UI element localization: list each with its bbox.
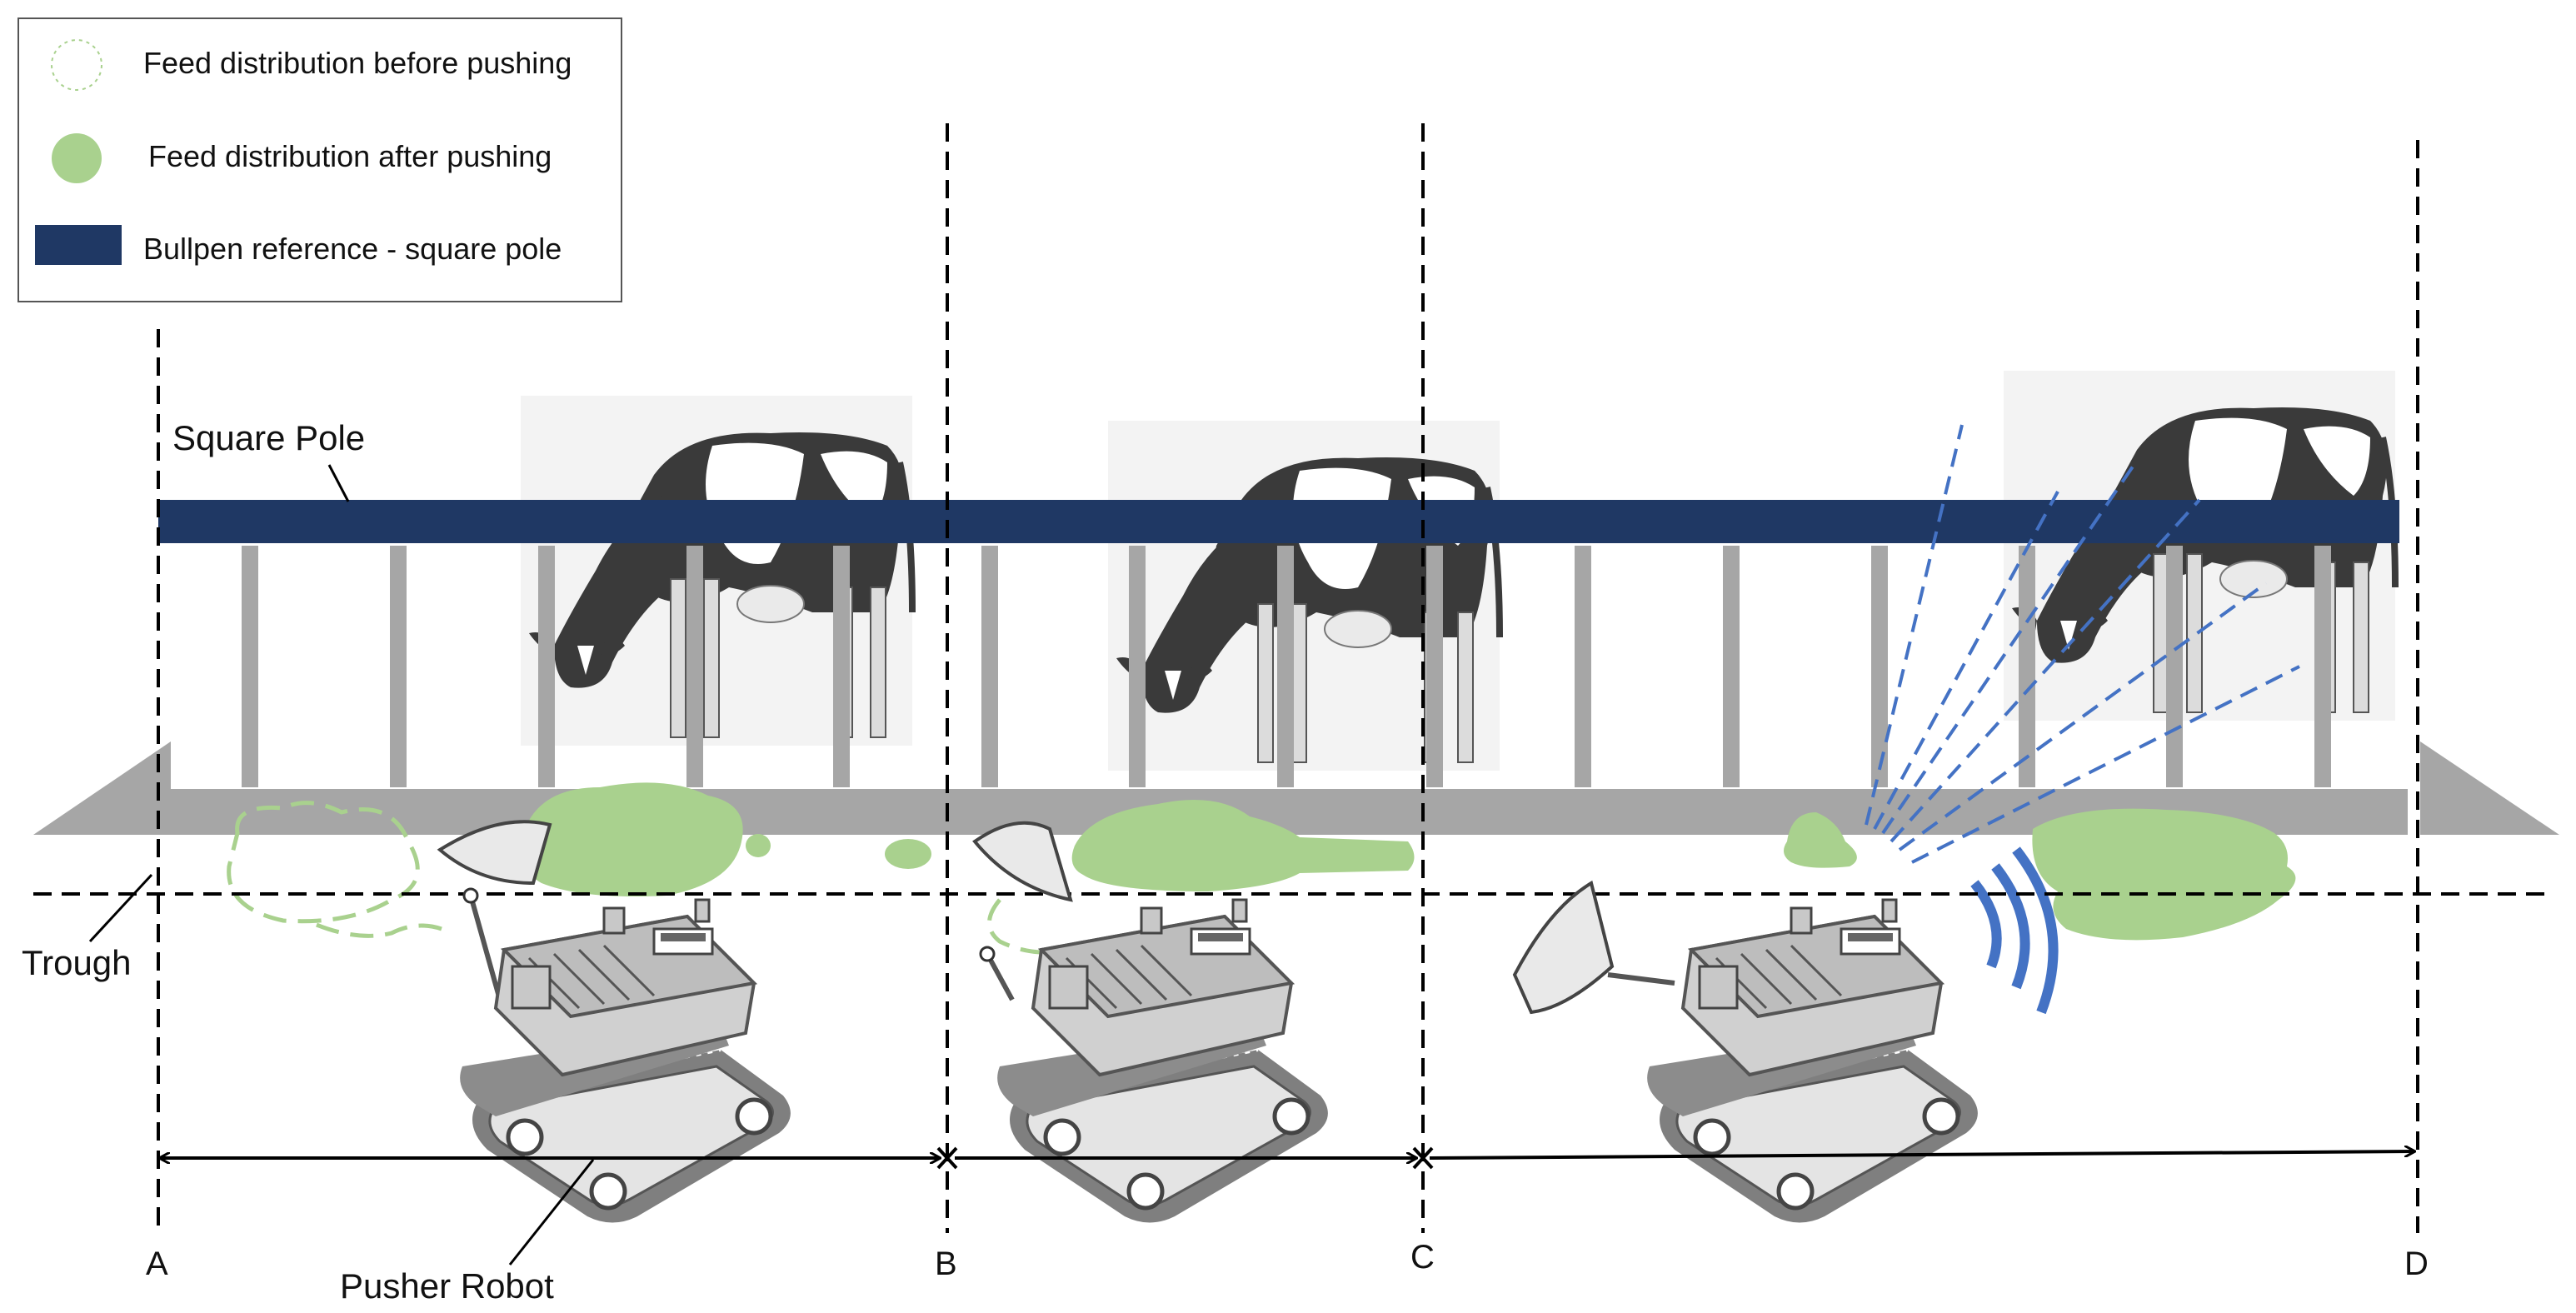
navy-rectangle-icon (35, 225, 122, 265)
square-pole-leader (327, 464, 350, 502)
legend: Feed distribution before pushing Feed di… (17, 17, 622, 302)
sensor-beams (1865, 424, 2300, 864)
segment-boundaries (157, 123, 2419, 1233)
cow-illustration-1 (521, 396, 912, 746)
solid-green-circle-icon (52, 133, 102, 183)
trough-label: Trough (22, 943, 132, 982)
square-pole-label: Square Pole (172, 418, 365, 457)
legend-label-after: Feed distribution after pushing (148, 139, 552, 173)
legend-label-pole: Bullpen reference - square pole (143, 232, 562, 266)
marker-d: D (2404, 1246, 2429, 1282)
pusher-robot-leader (508, 1159, 595, 1266)
marker-a: A (146, 1246, 168, 1282)
distance-arrows (160, 1148, 2414, 1170)
signal-arcs (1970, 846, 2059, 1015)
trough-leader (88, 873, 153, 943)
cow-illustration-3 (2004, 371, 2395, 721)
square-pole (158, 500, 2399, 543)
pusher-robot-label: Pusher Robot (340, 1266, 554, 1306)
fence-posts (242, 546, 2331, 787)
marker-c: C (1410, 1239, 1435, 1276)
marker-b: B (935, 1246, 957, 1282)
pusher-robot-1 (437, 820, 791, 1222)
pusher-robot-2 (972, 821, 1328, 1223)
legend-label-before: Feed distribution before pushing (143, 46, 572, 80)
feed-after-pushing (521, 782, 2296, 941)
feed-before-pushing (227, 801, 1076, 955)
dashed-green-circle-icon (51, 39, 102, 91)
pusher-robot-3 (1512, 880, 1978, 1223)
